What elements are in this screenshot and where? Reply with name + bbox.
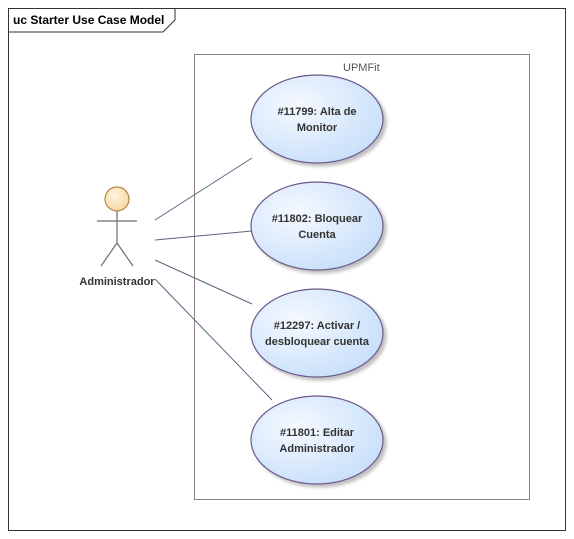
use-case-ellipse: [250, 395, 384, 485]
actor-administrador[interactable]: Administrador: [79, 186, 155, 288]
use-case-ellipse: [250, 74, 384, 164]
actor-head: [104, 186, 130, 212]
use-case-12297[interactable]: #12297: Activar / desbloquear cuenta: [250, 288, 384, 378]
frame-title-tab: [8, 8, 176, 33]
actor-left-leg: [100, 242, 118, 267]
system-boundary-title: UPMFit: [343, 62, 380, 74]
association-line-3: [154, 259, 253, 305]
actor-right-leg: [116, 242, 134, 267]
association-line-1: [154, 157, 253, 221]
use-case-11801[interactable]: #11801: Editar Administrador: [250, 395, 384, 485]
use-case-label-line2: Cuenta: [298, 229, 336, 241]
association-line-2: [154, 230, 253, 241]
use-case-label-line1: #11802: Bloquear: [272, 213, 363, 225]
use-case-label-line2: Administrador: [279, 443, 355, 455]
use-case-ellipse: [250, 288, 384, 378]
use-case-label-line2: desbloquear cuenta: [265, 336, 370, 348]
frame-title: uc Starter Use Case Model: [13, 13, 164, 27]
use-case-label-line1: #11799: Alta de: [277, 106, 356, 118]
use-case-11799[interactable]: #11799: Alta de Monitor: [250, 74, 384, 164]
actor-label: Administrador: [79, 276, 155, 288]
use-case-label-line2: Monitor: [297, 122, 338, 134]
use-case-ellipse: [250, 181, 384, 271]
use-case-label-line1: #11801: Editar: [280, 427, 355, 439]
use-case-label-line1: #12297: Activar /: [274, 320, 360, 332]
associations: [154, 157, 273, 401]
use-case-11802[interactable]: #11802: Bloquear Cuenta: [250, 181, 384, 271]
association-line-4: [154, 278, 273, 401]
